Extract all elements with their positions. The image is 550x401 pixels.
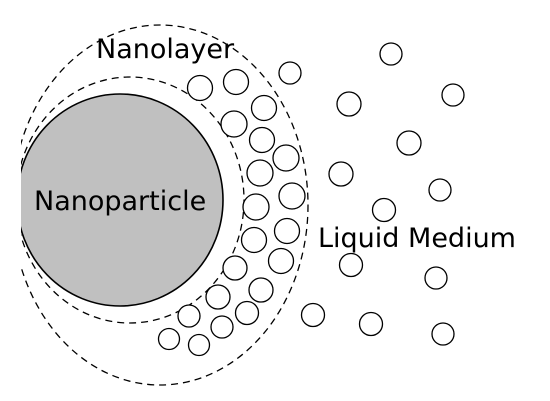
- nanolayer-inner-boundary: [21, 76, 245, 324]
- liquid-molecule: [338, 252, 364, 278]
- nanoparticle-label: Nanoparticle: [34, 186, 206, 217]
- nanolayer-molecules: [157, 68, 306, 357]
- nanolayer-molecule: [157, 327, 181, 351]
- nanolayer-molecule: [186, 74, 214, 102]
- liquid-molecule: [441, 83, 465, 107]
- liquid-medium-molecules: [278, 42, 465, 346]
- nanolayer-molecule: [222, 255, 248, 281]
- nanolayer-molecule: [267, 247, 295, 275]
- nanolayer-molecule: [248, 126, 276, 154]
- nanolayer-molecule: [205, 284, 231, 310]
- nanolayer-molecule: [177, 304, 201, 328]
- nanolayer-label: Nanolayer: [96, 34, 235, 65]
- nanolayer-molecule: [220, 110, 248, 138]
- nanolayer-molecule: [273, 217, 301, 245]
- nanolayer-molecule: [234, 300, 260, 326]
- nanoparticle-core: [21, 93, 224, 307]
- liquid-medium-label: Liquid Medium: [318, 223, 516, 254]
- nanolayer-molecule: [250, 94, 278, 122]
- liquid-molecule: [278, 61, 302, 85]
- liquid-molecule: [371, 197, 397, 223]
- nanolayer-molecule: [210, 315, 234, 339]
- liquid-molecule: [358, 311, 384, 337]
- liquid-molecule: [328, 161, 354, 187]
- liquid-molecule: [424, 266, 448, 290]
- nanolayer-molecule: [272, 144, 300, 172]
- nanolayer-molecule: [278, 182, 306, 210]
- nanolayer-molecule: [222, 68, 250, 96]
- liquid-molecule: [428, 178, 452, 202]
- nanolayer-molecule: [242, 193, 270, 221]
- nanolayer-molecule: [246, 159, 274, 187]
- nanolayer-molecule: [187, 333, 211, 357]
- liquid-molecule: [379, 42, 403, 66]
- liquid-molecule: [336, 91, 362, 117]
- liquid-molecule: [396, 130, 422, 156]
- liquid-molecule: [431, 322, 455, 346]
- nanolayer-molecule: [240, 226, 268, 254]
- nanolayer-molecule: [248, 277, 274, 303]
- liquid-molecule: [300, 302, 326, 328]
- nanolayer-outer-boundary: [21, 24, 309, 386]
